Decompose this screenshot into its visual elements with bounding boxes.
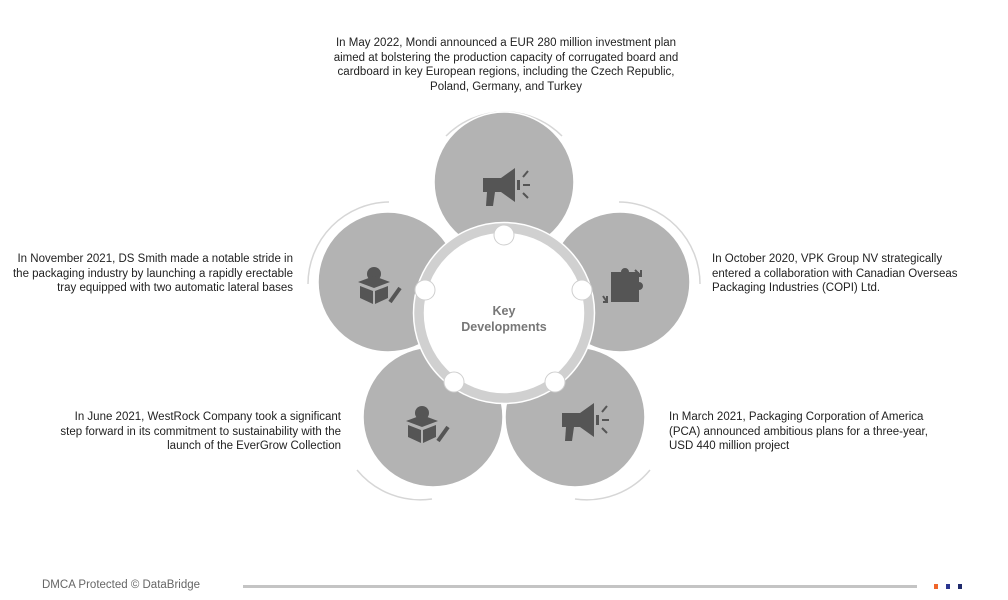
connector-dot-bottom-left [443, 371, 465, 393]
development-text-bottom-right: In March 2021, Packaging Corporation of … [669, 411, 928, 452]
footer-divider [243, 585, 917, 588]
brand-square-navy [958, 584, 962, 589]
outer-arc-bottom-right [574, 469, 651, 501]
brand-square-orange [934, 584, 938, 589]
brand-square-blue [946, 584, 950, 589]
connector-dot-bottom-right [544, 371, 566, 393]
connector-dot-left [414, 279, 436, 301]
connector-dot-right [571, 279, 593, 301]
footer-copyright: DMCA Protected © DataBridge [42, 579, 201, 591]
center-label: Key Developments [461, 304, 547, 334]
development-text-bottom-left: In June 2021, WestRock Company took a si… [60, 411, 341, 452]
center-disc [424, 233, 584, 393]
outer-arc-bottom-left [356, 469, 433, 501]
development-text-top: In May 2022, Mondi announced a EUR 280 m… [333, 37, 679, 93]
development-text-left: In November 2021, DS Smith made a notabl… [12, 253, 293, 294]
outer-arc-left [307, 201, 390, 285]
connector-dot-top [493, 224, 515, 246]
outer-arc-right [618, 201, 701, 285]
development-text-right: In October 2020, VPK Group NV strategica… [712, 253, 958, 294]
